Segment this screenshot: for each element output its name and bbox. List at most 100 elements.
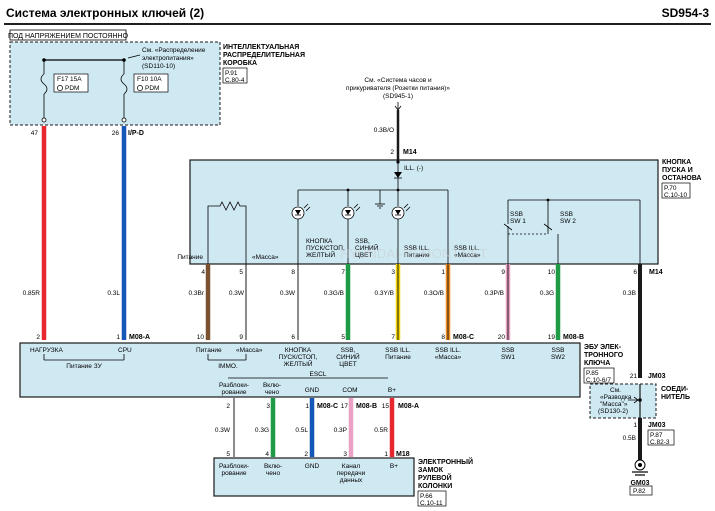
ecu-conn-c: M08-C (453, 334, 474, 341)
fuse-f10-icon (120, 73, 128, 95)
ecu-conn-a: M08-A (129, 334, 150, 341)
lock-channel-2: передачи (337, 470, 366, 477)
ecu-lbl-yellow-1: КНОПКА (285, 347, 312, 354)
ecu-pin-9: 9 (239, 334, 243, 341)
ssb-sw2-icon (543, 223, 553, 234)
start-button-frame (189, 159, 659, 265)
ecu-esc-com: COM (342, 387, 357, 394)
ecu-lbl-illp-2: Питание (385, 354, 411, 361)
start-pin-6: 6 (633, 269, 637, 276)
ecu-lbl-sw2-1: SSB (551, 347, 564, 354)
jm03-name-2: JM03 (648, 422, 666, 429)
ssb-sw1-line2: SW 1 (510, 218, 526, 225)
start-lbl-mass: «Масса» (252, 254, 279, 261)
diagram-title: Система электронных ключей (2) (6, 6, 204, 20)
start-label-1: КНОПКА (662, 159, 691, 166)
jm03-ref-3: "Масса"» (600, 401, 628, 408)
wire-label-05b: 0.5B (623, 435, 636, 442)
ecu-lbl-blue-2: СИНИЙ (336, 352, 360, 361)
ecu-power-3u: Питание ЗУ (66, 363, 102, 370)
clock-ref-1: См. «Система часов и (364, 77, 432, 84)
lock-bplus: B+ (390, 463, 398, 470)
lock-label-3: РУЛЕВОЙ (418, 473, 452, 482)
ecu-lbl-blue-3: ЦВЕТ (339, 361, 356, 368)
start-lbl-illm-1: SSB ILL. (454, 245, 480, 252)
power-distribution-box: ПОД НАПРЯЖЕНИЕМ ПОСТОЯННО См. «Распредел… (8, 29, 221, 126)
start-lbl-blue-1: SSB, (355, 238, 370, 245)
lock-pin-2: 2 (304, 451, 308, 458)
ssb-sw2-line1: SSB (560, 211, 573, 218)
ground-ref: P.82 (633, 488, 646, 495)
ecu-immo: IMMO. (218, 363, 238, 370)
jm03-arrow-icon (628, 396, 639, 404)
ecu-lbl-illp-1: SSB ILL. (385, 347, 411, 354)
power-box-ref-page: P.91 (225, 70, 238, 77)
ecu-label-2: ТРОННОГО (584, 352, 624, 359)
start-pin-4: 4 (201, 269, 205, 276)
ecu-escl: ESCL (310, 371, 327, 378)
wire-label-085r: 0.85R (23, 290, 41, 297)
lock-channel-3: данных (340, 477, 363, 484)
ecu-esc-unlock-2: рование (221, 389, 246, 396)
ecu-pin-2: 2 (36, 334, 40, 341)
lock-unlock-2: рование (221, 470, 246, 477)
power-ref-line2: электропитания» (142, 55, 194, 62)
start-lbl-blue-2: СИНИЙ (355, 243, 379, 252)
ill-label: ILL. (-) (404, 165, 423, 172)
ecu-esc-pin-1: 1 (305, 403, 309, 410)
jm03-pin-21: 21 (630, 373, 638, 380)
lock-connector: M18 (396, 451, 410, 458)
start-button-circuit: ILL. (-) (207, 160, 641, 264)
jm03-label-2: НИТЕЛЬ (661, 394, 690, 401)
start-pin-7: 7 (341, 269, 345, 276)
ecu-conn-b: M08-B (563, 334, 584, 341)
power-pin-26: 26 (112, 130, 120, 137)
wire-label-03br: 0.3Br (188, 290, 204, 297)
fuse1-sub: PDM (65, 85, 79, 92)
start-label-2: ПУСКА И (662, 167, 693, 174)
jm03-label-1: СОЕДИ- (661, 386, 689, 393)
ecu-ref-conn: C.10-6/7 (586, 377, 611, 384)
lock-label-4: КОЛОНКИ (418, 483, 452, 490)
start-lbl-yellow-2: ПУСК/СТОП, (306, 245, 345, 252)
ecu-esc-pin-15: 15 (382, 403, 390, 410)
ecu-lbl-power: Питание (196, 347, 222, 354)
ecu-lbl-illm-1: SSB ILL. (435, 347, 461, 354)
ecu-esc-on-1: Вклю- (263, 382, 281, 389)
start-ref-conn: C.10-10 (664, 192, 688, 199)
ecu-pin-5: 5 (341, 334, 345, 341)
ecu-esc-conn-a: M08-A (398, 403, 419, 410)
ground-icon (632, 459, 648, 476)
ecu-lbl-sw1-1: SSB (501, 347, 514, 354)
ssb-sw2-line2: SW 2 (560, 218, 576, 225)
power-pin-47: 47 (31, 130, 39, 137)
ecu-esc-unlock-1: Разблоки- (219, 381, 249, 389)
fuse-f17-icon (40, 73, 48, 95)
ecu-esc-pin-2: 2 (226, 403, 230, 410)
fuse2-indicator-icon (137, 85, 143, 91)
steering-lock-frame (213, 457, 415, 497)
clock-pin: 2 (390, 149, 394, 156)
ecu-esc-pin-3: 3 (266, 403, 270, 410)
ground-name: GM03 (630, 480, 649, 487)
lock-ref-page: P.66 (420, 493, 433, 500)
lock-on-1: Вклю- (264, 463, 282, 470)
ecu-esc-conn-b: M08-B (356, 403, 377, 410)
ssb-sw1-line1: SSB (510, 211, 523, 218)
power-box-label-2: РАСПРЕДЕЛИТЕЛЬНАЯ (223, 52, 305, 59)
wire-label-03w-2: 0.3W (280, 290, 296, 297)
power-box-label-1: ИНТЕЛЛЕКТУАЛЬНАЯ (223, 44, 299, 51)
wire-label-03g: 0.3G (540, 290, 554, 297)
lock-on-2: чено (266, 470, 281, 477)
power-ref-line1: См. «Распределение (142, 47, 206, 54)
fuse2-sub: PDM (145, 85, 159, 92)
ecu-label-1: ЭБУ ЭЛЕК- (584, 344, 622, 351)
ecu-pin-8: 8 (441, 334, 445, 341)
lock-wire-05r: 0.5R (374, 427, 388, 434)
start-lbl-yellow-1: КНОПКА (306, 238, 333, 245)
ecu-esc-gnd: GND (305, 387, 320, 394)
ecu-lbl-yellow-2: ПУСК/СТОП, (279, 354, 318, 361)
ecu-ref-page: P.85 (586, 370, 599, 377)
start-connector: M14 (649, 269, 663, 276)
start-lbl-power: Питание (177, 254, 203, 261)
